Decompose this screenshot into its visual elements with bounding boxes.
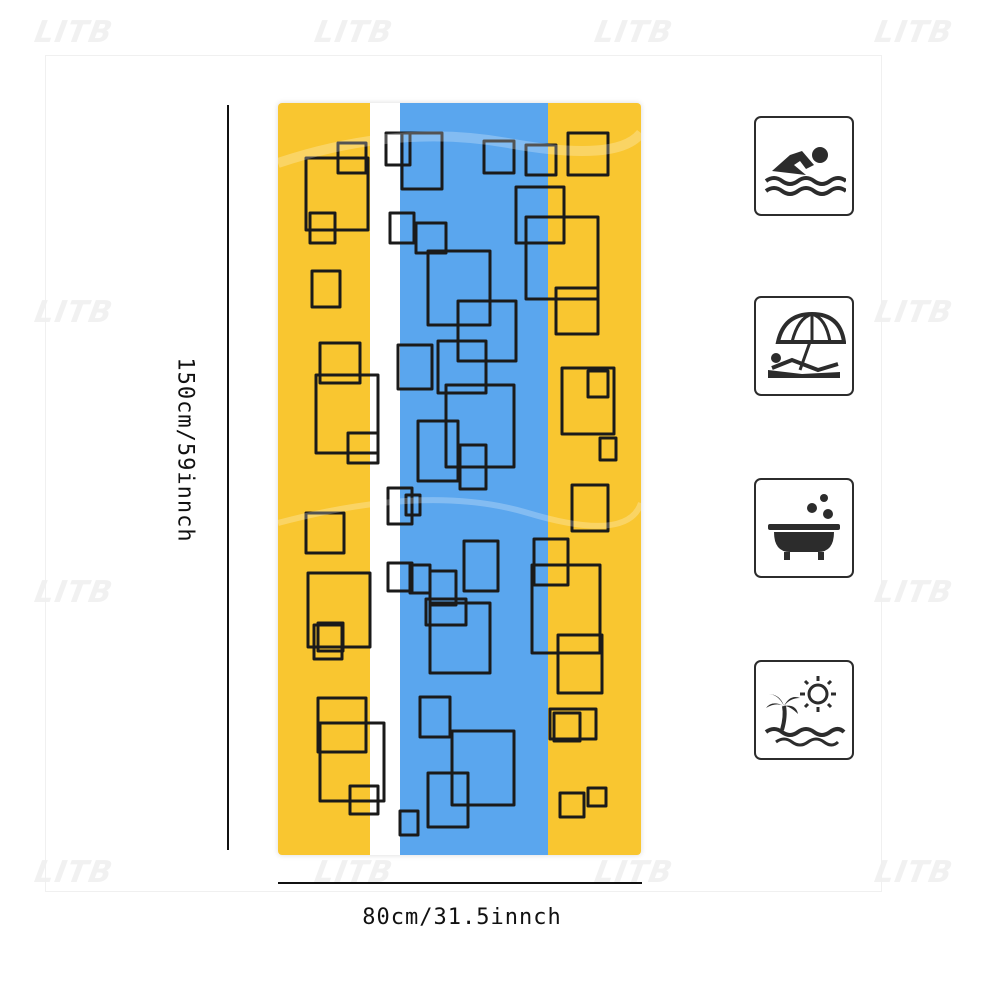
watermark-text: LITB xyxy=(311,15,396,50)
pattern-square xyxy=(318,341,362,385)
towel-pattern xyxy=(278,103,641,855)
pattern-square xyxy=(404,493,422,517)
image-frame xyxy=(45,55,882,892)
watermark-text: LITB xyxy=(31,15,116,50)
square-pattern xyxy=(304,131,618,837)
pattern-square xyxy=(428,601,492,675)
watermark-text: LITB xyxy=(871,295,956,330)
pattern-square xyxy=(384,131,412,167)
watermark-text: LITB xyxy=(871,855,956,890)
pattern-square xyxy=(530,563,602,655)
pattern-square xyxy=(554,286,600,336)
beach-towel-image xyxy=(278,103,641,855)
pattern-square xyxy=(458,443,488,491)
pattern-square xyxy=(398,809,420,837)
height-label: 150cm/59innch xyxy=(172,357,198,543)
width-dimension-line xyxy=(278,882,642,884)
pattern-square xyxy=(598,436,618,462)
pattern-square xyxy=(400,131,444,191)
pattern-square xyxy=(570,483,610,533)
pattern-square xyxy=(310,269,342,309)
bathtub-icon-box xyxy=(754,478,854,578)
pattern-square xyxy=(558,791,586,819)
pattern-square xyxy=(386,486,414,526)
height-dimension-line xyxy=(227,105,229,850)
towel-yellow-left xyxy=(278,103,370,855)
pattern-square xyxy=(416,419,460,483)
watermark-text: LITB xyxy=(871,15,956,50)
pattern-square xyxy=(586,369,610,399)
pattern-square xyxy=(424,597,468,627)
pattern-square xyxy=(336,141,368,175)
watermark-text: LITB xyxy=(871,575,956,610)
pattern-square xyxy=(388,211,416,245)
pattern-square xyxy=(524,215,600,301)
pattern-square xyxy=(348,784,380,816)
pattern-square xyxy=(556,633,604,695)
pattern-square xyxy=(566,131,610,177)
pattern-square xyxy=(450,729,516,807)
pattern-square xyxy=(396,343,434,391)
pattern-square xyxy=(308,211,337,245)
pattern-square xyxy=(306,571,372,649)
pattern-square xyxy=(426,771,470,829)
pattern-square xyxy=(586,786,608,808)
pattern-square xyxy=(318,721,386,803)
pattern-square xyxy=(524,143,558,177)
watermark-text: LITB xyxy=(591,15,676,50)
pattern-square xyxy=(532,537,570,587)
pattern-square xyxy=(514,185,566,245)
pattern-square xyxy=(304,511,346,555)
swimming-icon-box xyxy=(754,116,854,216)
pattern-square xyxy=(346,431,380,465)
beach-umbrella-icon xyxy=(768,311,846,378)
pattern-square xyxy=(444,383,516,469)
pattern-square xyxy=(552,711,582,743)
bathtub-icon xyxy=(768,494,840,560)
pattern-square xyxy=(386,561,414,593)
pattern-square xyxy=(482,139,516,175)
pattern-square xyxy=(560,366,616,436)
beach-umbrella-icon-box xyxy=(754,296,854,396)
width-label: 80cm/31.5innch xyxy=(362,905,562,930)
pattern-square xyxy=(436,339,488,395)
palm-sun-icon-box xyxy=(754,660,854,760)
pattern-square xyxy=(548,707,598,741)
pattern-square xyxy=(316,696,368,754)
pattern-square xyxy=(312,623,344,661)
pattern-square xyxy=(414,221,448,255)
towel-sheen xyxy=(278,129,641,529)
pattern-square xyxy=(462,539,500,593)
pattern-square xyxy=(418,695,452,739)
swimming-icon xyxy=(764,147,846,196)
pattern-square xyxy=(408,563,432,595)
palm-sun-icon xyxy=(764,676,846,747)
